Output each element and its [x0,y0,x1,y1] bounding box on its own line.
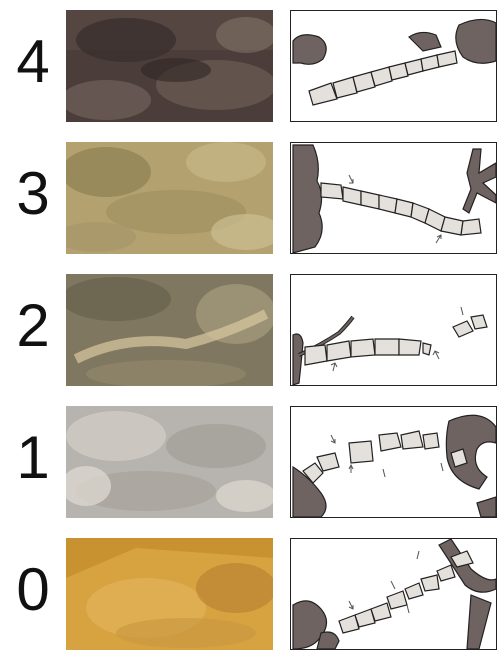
stage-label: 0 [8,532,58,647]
stage-label: 3 [8,136,58,251]
stage-label: 1 [8,400,58,515]
stage-row-0: 0 [0,532,499,647]
skeleton-drawing [290,406,497,518]
fossil-photo [66,274,273,386]
skeleton-drawing [290,10,497,122]
fossil-photo [66,538,273,650]
stage-label: 4 [8,4,58,119]
stage-label: 2 [8,268,58,383]
fossil-photo [66,406,273,518]
skeleton-drawing [290,142,497,254]
skeleton-drawing [290,538,497,650]
fossil-photo [66,10,273,122]
skeleton-drawing [290,274,497,386]
fossil-photo [66,142,273,254]
stage-row-4: 4 [0,4,499,119]
stage-row-2: 2 [0,268,499,383]
stage-row-3: 3 [0,136,499,251]
stage-row-1: 1 [0,400,499,515]
